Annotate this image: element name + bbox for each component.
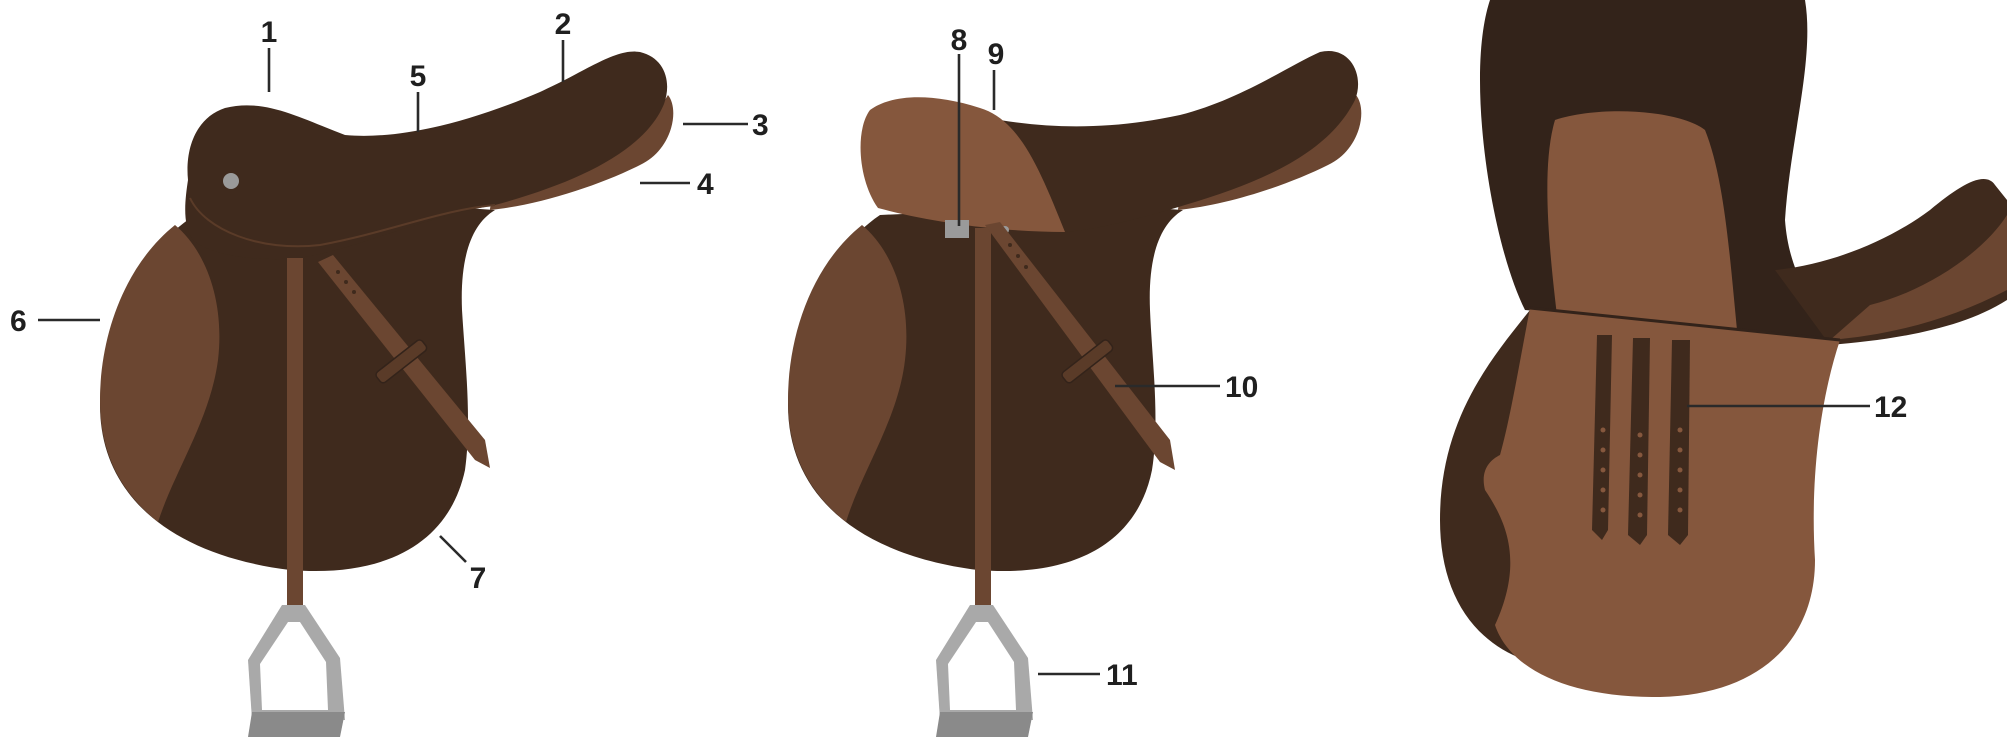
callout-11: 11 [1106, 659, 1138, 692]
callout-8: 8 [951, 24, 968, 57]
callout-1: 1 [261, 16, 278, 49]
strap-hole [352, 290, 356, 294]
flap-underside [1484, 308, 1840, 697]
callout-2: 2 [555, 8, 572, 41]
stirrup-tread [936, 712, 1033, 737]
callout-7: 7 [470, 562, 487, 595]
callout-10: 10 [1225, 371, 1258, 404]
saddle-skirt-lifted [861, 97, 1065, 232]
strap-hole [1016, 254, 1020, 258]
leader-7 [440, 536, 466, 562]
saddle-side-view [100, 52, 673, 737]
stirrup-leather [975, 228, 991, 608]
saddle-underside-view [1440, 0, 2007, 697]
callout-4: 4 [697, 168, 714, 201]
strap-hole [344, 280, 348, 284]
strap-hole [336, 270, 340, 274]
callout-6: 6 [10, 305, 27, 338]
stirrup-leather [287, 258, 303, 608]
callout-9: 9 [988, 38, 1005, 71]
callout-3: 3 [752, 109, 769, 142]
stirrup-bar-buckle [945, 220, 969, 238]
gullet-panel [1547, 111, 1738, 340]
strap-hole [1008, 243, 1012, 247]
callout-5: 5 [410, 60, 427, 93]
stirrup-tread [248, 712, 345, 737]
callout-12: 12 [1874, 391, 1907, 424]
pommel-dot [223, 173, 239, 189]
saddle-flap-lifted-view [788, 51, 1361, 737]
strap-hole [1024, 265, 1028, 269]
